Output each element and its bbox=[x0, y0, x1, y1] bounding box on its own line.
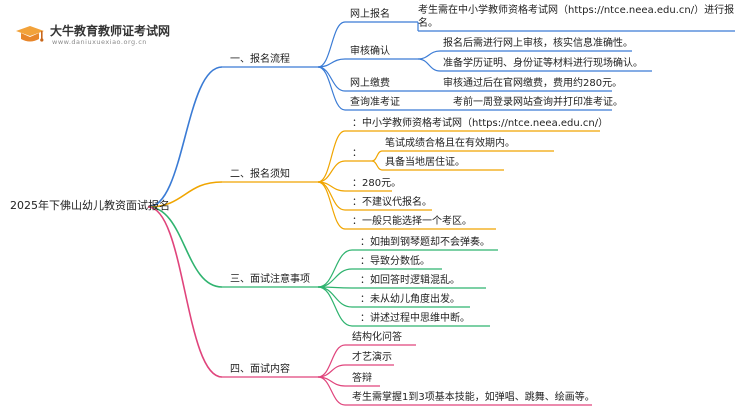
tip-logic: ：如回答时逻辑混乱。 bbox=[360, 275, 460, 286]
note-website: ：中小学教师资格考试网（https://ntce.neea.edu.cn/） bbox=[352, 118, 609, 129]
content-defense: 答辩 bbox=[352, 373, 372, 384]
content-structured-qa: 结构化问答 bbox=[352, 332, 402, 343]
node-online-payment: 网上缴费 bbox=[350, 78, 390, 89]
detail-review-2: 准备学历证明、身份证等材料进行现场确认。 bbox=[443, 58, 643, 69]
branch-interview-notes: 三、面试注意事项 bbox=[230, 274, 310, 285]
tip-mind-blank: ：讲述过程中思维中断。 bbox=[360, 313, 470, 324]
tip-child-perspective: ：未从幼儿角度出发。 bbox=[360, 294, 460, 305]
node-admission-ticket: 查询准考证 bbox=[350, 97, 400, 108]
logo-title: 大牛教育教师证考试网 bbox=[50, 24, 171, 38]
link-curve-18 bbox=[417, 50, 441, 60]
node-review-confirm: 审核确认 bbox=[350, 46, 390, 57]
note-one-region: ：一般只能选择一个考区。 bbox=[352, 216, 472, 227]
content-talent-show: 才艺演示 bbox=[352, 352, 392, 363]
root-node: 2025年下佛山幼儿教资面试报名 bbox=[10, 199, 170, 212]
link-curve-46 bbox=[317, 286, 353, 327]
tip-piano: ：如抽到钢琴题却不会弹奏。 bbox=[360, 237, 490, 248]
condition-residence: 具备当地居住证。 bbox=[385, 157, 465, 168]
link-curve-0 bbox=[147, 66, 223, 208]
detail-review-1: 报名后需进行网上审核，核实信息准确性。 bbox=[443, 38, 633, 49]
link-curve-8 bbox=[317, 21, 346, 68]
note-conditions: ： bbox=[352, 148, 362, 159]
condition-written-exam: 笔试成绩合格且在有效期内。 bbox=[385, 138, 515, 149]
link-curve-24 bbox=[317, 130, 346, 183]
detail-online-registration-line1: 考生需在中小学教师资格考试网（https://ntce.neea.edu.cn/… bbox=[418, 5, 735, 16]
link-curve-20 bbox=[417, 58, 441, 72]
book-logo-icon bbox=[16, 26, 44, 42]
logo-url: www.daniuxuexiao.org.cn bbox=[52, 38, 147, 46]
branch-registration-notes: 二、报名须知 bbox=[230, 169, 290, 180]
note-fee: ：280元。 bbox=[352, 178, 402, 189]
link-curve-34 bbox=[371, 150, 383, 162]
link-curve-32 bbox=[317, 181, 346, 230]
tip-low-score: ：导致分数低。 bbox=[360, 256, 430, 267]
link-curve-38 bbox=[317, 249, 353, 288]
link-curve-48 bbox=[317, 344, 346, 378]
link-curve-36 bbox=[371, 160, 383, 171]
link-curve-26 bbox=[317, 160, 346, 183]
branch-registration-process: 一、报名流程 bbox=[230, 54, 290, 65]
content-skills: 考生需掌握1到3项基本技能，如弹唱、跳舞、绘画等。 bbox=[352, 392, 595, 403]
link-curve-40 bbox=[317, 268, 353, 288]
detail-admission-ticket: 考前一周登录网站查询并打印准考证。 bbox=[453, 97, 623, 108]
link-curve-2 bbox=[147, 181, 223, 208]
branch-interview-content: 四、面试内容 bbox=[230, 364, 290, 375]
link-curve-44 bbox=[317, 286, 353, 308]
node-online-registration: 网上报名 bbox=[350, 9, 390, 20]
link-curve-6 bbox=[147, 206, 223, 378]
link-curve-4 bbox=[147, 206, 223, 288]
link-curve-10 bbox=[317, 58, 346, 68]
link-curve-14 bbox=[317, 66, 346, 111]
link-curve-54 bbox=[317, 376, 346, 406]
detail-payment: 审核通过后在官网缴费，费用约280元。 bbox=[443, 78, 623, 89]
detail-online-registration-line2: 名。 bbox=[418, 18, 438, 29]
note-no-proxy: ：不建议代报名。 bbox=[352, 197, 432, 208]
